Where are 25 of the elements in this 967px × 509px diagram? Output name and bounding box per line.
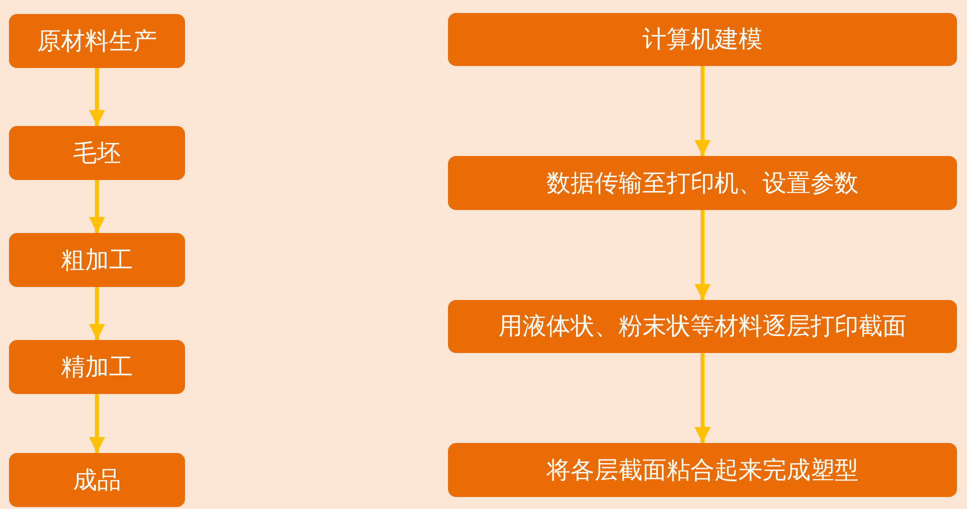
step-label: 数据传输至打印机、设置参数 (546, 168, 858, 198)
arrow (89, 287, 105, 340)
step-label: 粗加工 (61, 246, 133, 274)
step-label: 将各层截面粘合起来完成塑型 (546, 456, 858, 484)
step-label: 成品 (73, 466, 121, 494)
step-label: 精加工 (61, 352, 133, 382)
step-label: 毛坯 (73, 138, 121, 168)
process-box (9, 126, 185, 180)
process-box (9, 14, 185, 68)
process-box (9, 233, 185, 287)
arrow (694, 66, 710, 156)
arrow (89, 180, 105, 233)
process-box (448, 443, 957, 497)
process-box (448, 156, 957, 210)
arrow (89, 68, 105, 126)
arrow (89, 394, 105, 453)
process-box (448, 300, 957, 353)
process-box (448, 13, 957, 66)
process-box (9, 453, 185, 507)
step-label: 计算机建模 (642, 25, 762, 54)
process-box (9, 340, 185, 394)
arrow (694, 210, 710, 300)
step-label: 用液体状、粉末状等材料逐层打印截面 (498, 312, 906, 341)
arrow (694, 353, 710, 443)
step-label: 原材料生产 (37, 26, 157, 56)
